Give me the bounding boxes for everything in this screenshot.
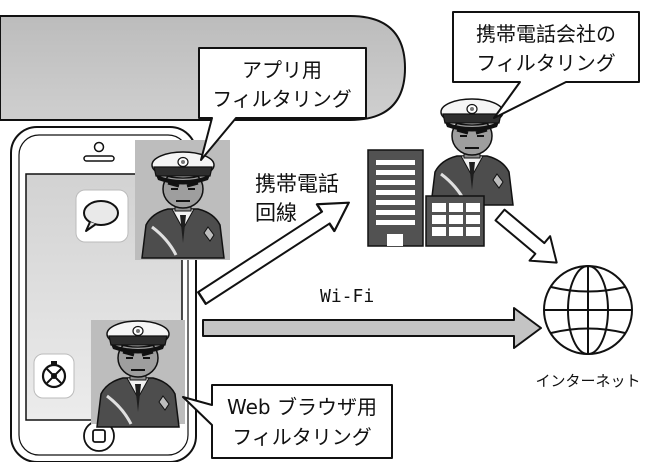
callout-browser-filter: Web ブラウザ用 フィルタリング [182, 384, 393, 459]
internet-label: インターネット [535, 372, 640, 390]
callout-app-filter: アプリ用 フィルタリング [198, 47, 367, 161]
guard-icon [91, 319, 185, 429]
callout-carrier-filter-line1: 携帯電話会社の [476, 22, 616, 46]
compass-icon [33, 353, 75, 399]
callout-app-filter-line1: アプリ用 [242, 58, 322, 82]
globe-icon [543, 265, 633, 355]
callout-carrier-filter-line2: フィルタリング [476, 51, 616, 75]
building-icon [367, 149, 485, 247]
callout-app-filter-line2: フィルタリング [212, 87, 352, 111]
carrier-to-internet-arrow [494, 208, 558, 264]
wifi-arrow [202, 307, 542, 349]
wifi-label: Wi-Fi [320, 286, 374, 307]
cellular-label-line1: 携帯電話 [255, 172, 339, 196]
guard-icon [135, 140, 230, 260]
callout-browser-filter-line2: フィルタリング [232, 425, 372, 449]
cellular-label-line2: 回線 [255, 201, 297, 225]
chat-bubble-icon [75, 189, 129, 243]
callout-carrier-filter: 携帯電話会社の フィルタリング [452, 11, 640, 119]
callout-browser-filter-line1: Web ブラウザ用 [227, 395, 377, 419]
